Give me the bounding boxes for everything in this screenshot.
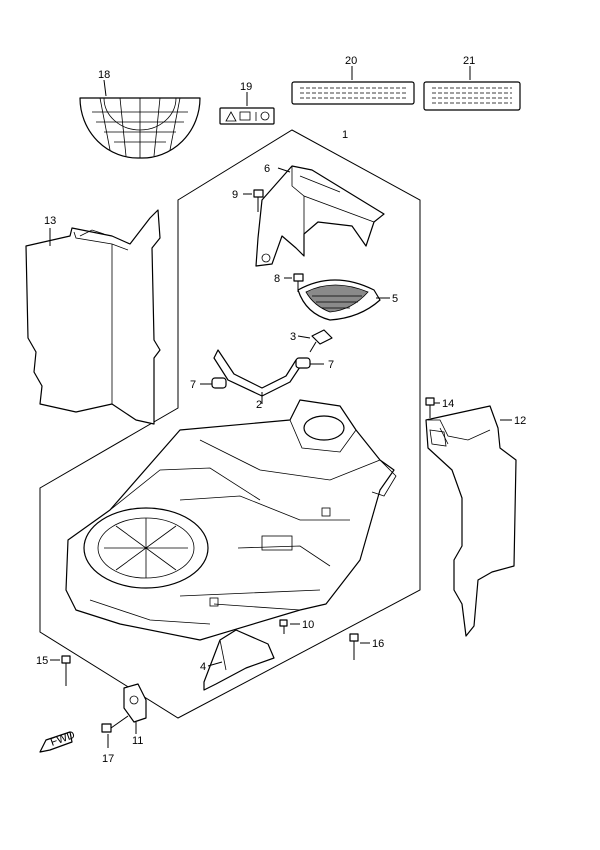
part-15-bolt [50, 655, 71, 686]
callout-18: 18 [98, 69, 110, 81]
part-7-clamp-left [200, 377, 227, 389]
callout-21: 21 [463, 55, 475, 67]
callout-13: 13 [44, 215, 56, 227]
callout-8: 8 [274, 273, 280, 285]
part-6-bracket [255, 165, 385, 267]
main-housing [65, 399, 397, 641]
part-13-side-cover [25, 209, 161, 425]
part-11-clamp [123, 683, 147, 734]
callout-6: 6 [264, 163, 270, 175]
callout-5: 5 [392, 293, 398, 305]
callout-14: 14 [442, 398, 454, 410]
callout-19: 19 [240, 81, 252, 93]
callout-7b: 7 [328, 359, 334, 371]
callout-10: 10 [302, 619, 314, 631]
part-14-bolt [425, 397, 440, 418]
callout-16: 16 [372, 638, 384, 650]
part-10-screw [279, 619, 300, 634]
callout-12: 12 [514, 415, 526, 427]
callout-20: 20 [345, 55, 357, 67]
callout-17: 17 [102, 753, 114, 765]
part-12-side-cover [425, 405, 517, 637]
fwd-arrow-icon [39, 731, 73, 753]
callout-3: 3 [290, 331, 296, 343]
part-20-decal [291, 66, 415, 105]
callout-7a: 7 [190, 379, 196, 391]
part-2-hose [213, 349, 303, 404]
callout-9: 9 [232, 189, 238, 201]
part-21-decal [423, 66, 521, 111]
part-5-mesh-screen [297, 279, 390, 321]
callout-11: 11 [132, 735, 143, 747]
part-4-bracket [203, 629, 275, 691]
callout-2: 2 [256, 399, 262, 411]
callout-1: 1 [342, 129, 348, 141]
part-9-bolt [243, 189, 264, 212]
assembly-outline [39, 129, 421, 719]
part-7-clamp-right [295, 357, 324, 369]
callout-4: 4 [200, 661, 206, 673]
part-19-warning-label [219, 92, 275, 125]
part-16-bolt [349, 633, 370, 660]
part-3-fitting [297, 329, 333, 353]
part-18-mesh-guard [79, 79, 201, 159]
callout-15: 15 [36, 655, 48, 667]
part-17-bolt [101, 715, 129, 748]
